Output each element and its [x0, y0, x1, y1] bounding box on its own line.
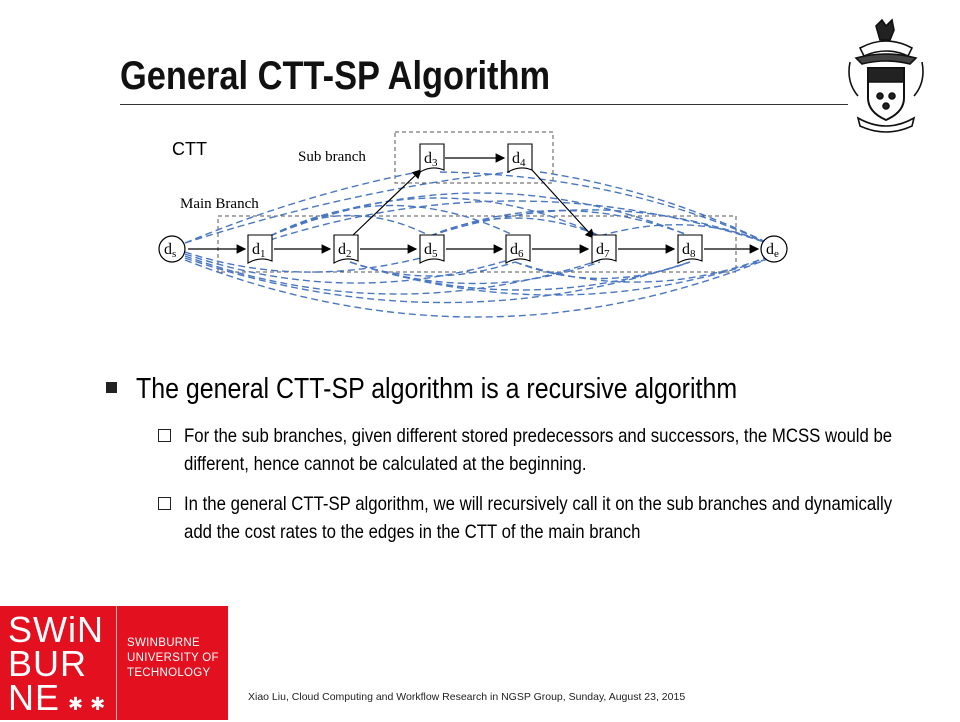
dashed-edges — [184, 171, 771, 318]
swinburne-logo: SWiN BUR NE✱✱ SWINBURNE UNIVERSITY OF TE… — [0, 606, 228, 720]
main-branch-label: Main Branch — [180, 196, 259, 212]
node-d7: d7 — [591, 234, 617, 264]
node-d4: d4 — [507, 143, 533, 173]
node-d5: d5 — [419, 234, 445, 264]
university-crest-logo — [848, 18, 924, 133]
bullet-sub-2-text: In the general CTT-SP algorithm, we will… — [184, 493, 893, 543]
bullet-sub-1-text: For the sub branches, given different st… — [184, 425, 893, 475]
institution-name: SWINBURNE UNIVERSITY OF TECHNOLOGY — [116, 606, 228, 720]
node-d3: d3 — [419, 143, 445, 173]
hollow-square-bullet-icon — [158, 429, 171, 442]
svg-text:d1: d1 — [252, 241, 266, 260]
bullet-main: The general CTT-SP algorithm is a recurs… — [104, 370, 924, 408]
main-branch-box — [217, 215, 737, 273]
solid-edges — [188, 153, 760, 254]
svg-text:d6: d6 — [510, 241, 524, 260]
node-d6: d6 — [505, 234, 531, 264]
sub-branch-box — [394, 131, 554, 184]
svg-text:ds: ds — [164, 241, 176, 260]
node-d2: d2 — [333, 234, 359, 264]
slide-footer: Xiao Liu, Cloud Computing and Workflow R… — [248, 691, 686, 703]
sub-branch-label: Sub branch — [298, 149, 366, 165]
svg-text:de: de — [766, 241, 779, 260]
svg-text:d7: d7 — [596, 241, 610, 260]
bullet-sub-2: In the general CTT-SP algorithm, we will… — [104, 490, 924, 546]
svg-text:d4: d4 — [512, 150, 526, 169]
node-d1: d1 — [247, 234, 273, 264]
node-ds: ds — [158, 235, 186, 263]
node-d8: d8 — [677, 234, 703, 264]
bullet-list: The general CTT-SP algorithm is a recurs… — [104, 370, 924, 546]
swinburne-wordmark: SWiN BUR NE✱✱ — [0, 606, 116, 720]
svg-text:d3: d3 — [424, 150, 438, 169]
svg-text:d5: d5 — [424, 241, 438, 260]
svg-text:d8: d8 — [682, 241, 696, 260]
ctt-diagram: CTT Sub branch Main Branch — [158, 131, 788, 318]
svg-text:d2: d2 — [338, 241, 352, 260]
hollow-square-bullet-icon — [158, 497, 171, 510]
ctt-label: CTT — [172, 139, 207, 159]
slide-title: General CTT-SP Algorithm — [120, 54, 551, 98]
title-divider — [120, 104, 848, 105]
square-bullet-icon — [106, 382, 117, 393]
bullet-main-text: The general CTT-SP algorithm is a recurs… — [136, 373, 738, 405]
bullet-sub-1: For the sub branches, given different st… — [104, 422, 924, 478]
node-de: de — [760, 235, 788, 263]
